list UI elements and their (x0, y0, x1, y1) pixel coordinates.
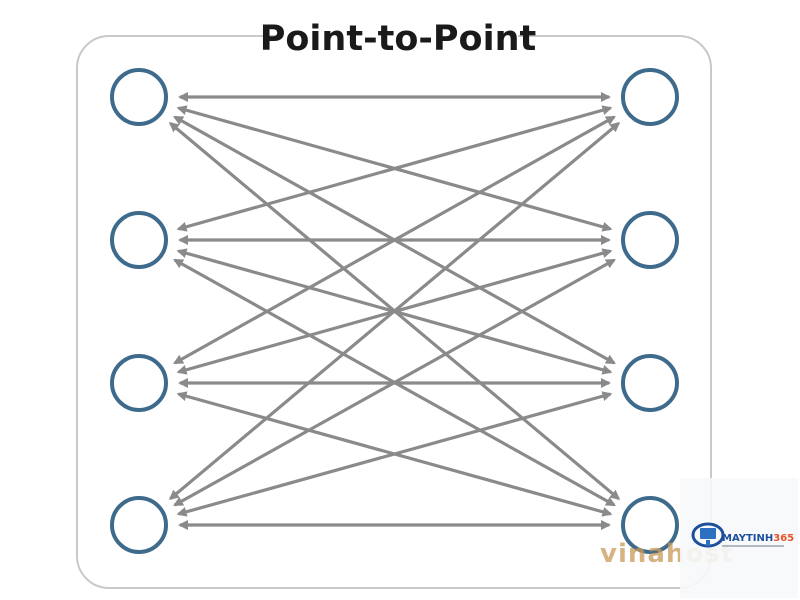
node-left-3 (110, 354, 168, 412)
connection-arrows (168, 92, 621, 530)
maytinh365-logo: MAYTINH365 (680, 478, 798, 598)
logo-brand-main: MAYTINH (722, 533, 773, 544)
node-right-1 (621, 68, 679, 126)
diagram-title: Point-to-Point (260, 19, 537, 59)
node-left-1 (110, 68, 168, 126)
nodes (110, 68, 679, 554)
node-right-2 (621, 211, 679, 269)
title-background (278, 14, 518, 58)
node-left-2 (110, 211, 168, 269)
logo-monitor-icon (691, 522, 725, 548)
logo-brand: MAYTINH365 (722, 533, 794, 544)
node-left-4 (110, 496, 168, 554)
connection-arrow-l4-r3 (176, 391, 613, 517)
logo-brand-accent: 365 (773, 533, 794, 544)
node-right-3 (621, 354, 679, 412)
node-right-4 (621, 496, 679, 554)
